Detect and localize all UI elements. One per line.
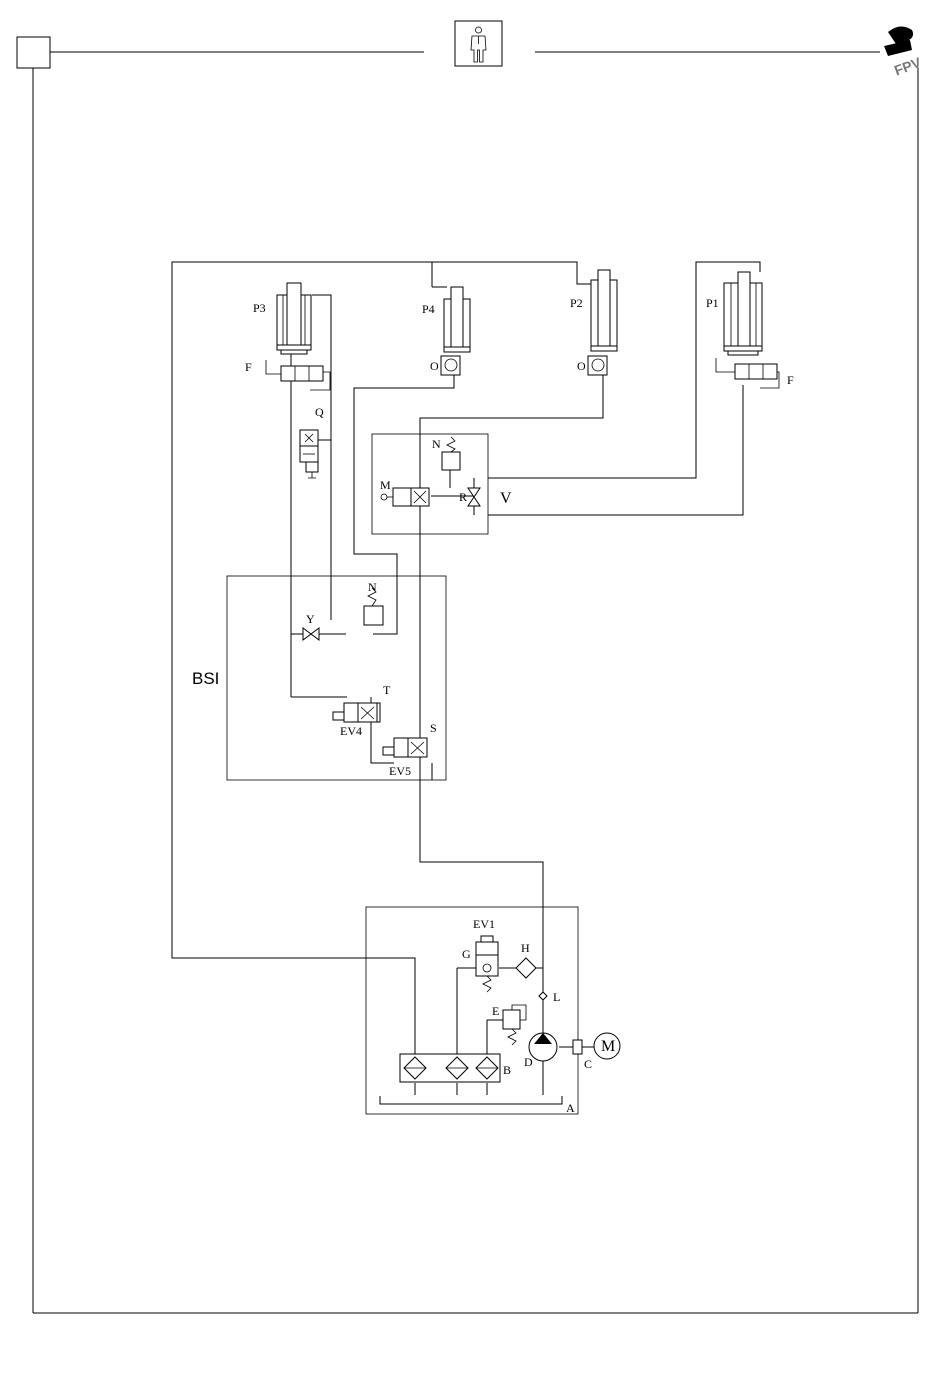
brand-logo-icon: FPV (884, 26, 924, 78)
label-f-right: F (787, 373, 794, 387)
page-frame (17, 37, 918, 1313)
label-o-p2: O (577, 359, 586, 373)
cylinder-p3 (277, 283, 311, 354)
person-icon (455, 21, 502, 66)
label-y: Y (306, 612, 315, 626)
label-c: C (584, 1057, 592, 1071)
label-bsi: BSI (192, 669, 219, 688)
label-n-top: N (432, 437, 441, 451)
label-p4: P4 (422, 302, 435, 316)
label-a: A (566, 1101, 575, 1115)
label-l: L (553, 990, 560, 1004)
logo-text: FPV (892, 54, 924, 79)
label-ev4: EV4 (340, 724, 362, 738)
reservoir-a (380, 1096, 562, 1104)
label-f-left: F (245, 360, 252, 374)
label-v: V (500, 490, 512, 507)
label-p3: P3 (253, 301, 266, 315)
label-m-top: M (380, 478, 391, 492)
filter-h (516, 958, 536, 978)
valve-ev1-g (476, 936, 498, 992)
label-p1: P1 (706, 296, 719, 310)
cylinder-p2 (588, 270, 617, 375)
label-n-bsi: N (368, 580, 377, 594)
check-valve-l (539, 992, 547, 1000)
labels: P3 P4 P2 P1 F F O O Q N M R V N Y BSI T … (192, 296, 794, 1115)
label-o-p4: O (430, 359, 439, 373)
valve-n-top (442, 437, 460, 470)
label-g: G (462, 947, 471, 961)
valve-r (468, 488, 480, 506)
label-d: D (524, 1055, 533, 1069)
pump-d (529, 1033, 557, 1061)
coupling-c (573, 1040, 582, 1054)
relief-valve-e (503, 1005, 526, 1045)
filter-bank-b (400, 1054, 500, 1082)
label-motor: M (601, 1038, 615, 1055)
cylinder-p1 (724, 272, 762, 355)
label-h: H (521, 941, 530, 955)
label-b: B (503, 1063, 511, 1077)
label-ev1: EV1 (473, 917, 495, 931)
valve-ev4 (333, 703, 380, 722)
label-ev5: EV5 (389, 764, 411, 778)
valve-ev5 (383, 738, 427, 757)
label-q: Q (315, 405, 324, 419)
cylinder-p4 (441, 287, 470, 375)
label-r: R (459, 490, 467, 504)
valve-q (300, 430, 318, 478)
hydraulic-unit (366, 907, 578, 1114)
label-t: T (383, 683, 391, 697)
label-e: E (492, 1004, 499, 1018)
corner-box (17, 37, 50, 68)
valve-y (303, 628, 319, 640)
valve-f-right (716, 358, 779, 388)
hydraulic-lines (172, 262, 760, 1095)
label-p2: P2 (570, 296, 583, 310)
valve-f-left (266, 360, 330, 390)
label-s: S (430, 721, 437, 735)
